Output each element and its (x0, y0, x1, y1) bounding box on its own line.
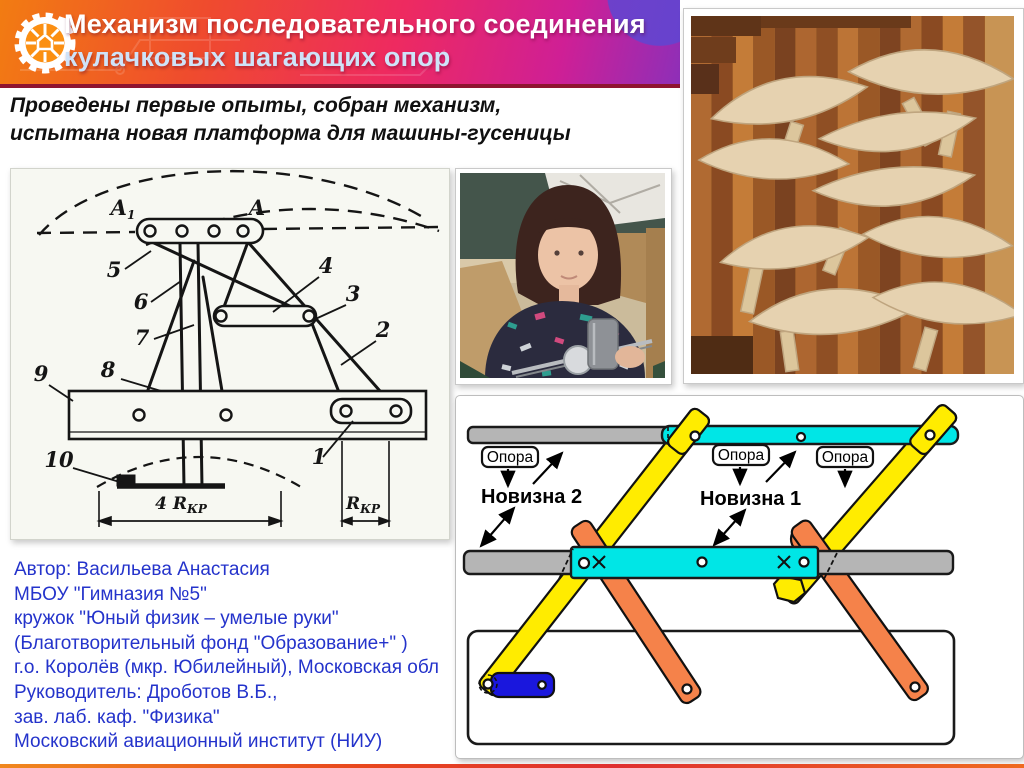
author-line: кружок "Юный физик – умелые руки" (14, 608, 339, 630)
slide-title: Механизм последовательного соединения ку… (64, 8, 674, 74)
mid-link-plate (212, 304, 318, 328)
middle-bar-cyan (569, 545, 820, 580)
opora-box-3 (815, 445, 875, 469)
yellow-foot-right (772, 574, 807, 604)
novelty-mechanism-svg: Опора Опора Опора Новизна 2 Новизна 1 (462, 404, 960, 746)
label-8: 8 (100, 357, 116, 382)
label-7: 7 (135, 325, 150, 350)
trajectory-arcs (36, 169, 440, 247)
plywood-cam-pieces (697, 49, 1014, 373)
subtitle-text: Проведены первые опыты, собран механизм,… (10, 92, 590, 148)
author-info-block: Автор: Васильева Анастасия МБОУ "Гимнази… (14, 558, 459, 755)
header-banner: Механизм последовательного соединения ку… (0, 0, 680, 88)
opora-box-1 (480, 445, 540, 469)
face (538, 219, 598, 291)
annotation-arrows (479, 450, 853, 548)
foot-arc (96, 455, 302, 488)
label-3: 3 (346, 281, 361, 306)
dimension-right (339, 441, 392, 527)
label-1: 1 (312, 444, 327, 469)
slide-title-line2: кулачковых шагающих опор (64, 42, 451, 72)
author-photo (455, 168, 672, 385)
dashed-marks (478, 427, 839, 694)
dimension-left (96, 491, 284, 527)
opora-box-2 (711, 443, 771, 467)
label-A: A (247, 195, 265, 220)
slide-title-line1: Механизм последовательного соединения (64, 9, 646, 39)
author-line: зав. лаб. каф. "Физика" (14, 706, 220, 728)
platform-frame (466, 629, 956, 746)
subtitle-line1: Проведены первые опыты, собран механизм, (10, 94, 502, 117)
figure-part-labels: 5 6 7 4 3 2 9 8 10 1 A1 A 4 RКР RКР (34, 195, 391, 516)
label-2: 2 (375, 317, 391, 342)
bottom-accent-strip (0, 764, 1024, 768)
gray-cylinder (587, 318, 619, 370)
pivot-holes (482, 429, 936, 695)
mechanism-scheme-figure: 5 6 7 4 3 2 9 8 10 1 A1 A 4 RКР RКР (10, 168, 450, 540)
author-line: Автор: Васильева Анастасия (14, 559, 270, 580)
label-10: 10 (44, 447, 74, 472)
plywood-parts-image (691, 16, 1014, 374)
gear-logo-icon (14, 12, 76, 74)
novelty-mechanism-diagram: Опора Опора Опора Новизна 2 Новизна 1 (455, 395, 1024, 759)
linkage-members (137, 237, 398, 489)
top-bar-gray (466, 425, 673, 445)
mechanism-scheme-svg: 5 6 7 4 3 2 9 8 10 1 A1 A 4 RКР RКР (34, 169, 440, 527)
author-line: г.о. Королёв (мкр. Юбилейный), Московска… (14, 657, 439, 679)
opora-label-3: Опора (822, 449, 869, 466)
author-photo-image (460, 173, 665, 378)
cam-foot (116, 474, 225, 489)
circuit-pattern-decoration (20, 17, 446, 76)
label-5: 5 (107, 257, 122, 282)
joints (132, 224, 403, 422)
novelty-2-label: Новизна 2 (481, 486, 582, 508)
top-bar-cyan (660, 424, 960, 446)
label-4: 4 (319, 253, 334, 278)
opora-label-1: Опора (487, 449, 534, 466)
cam-link-plate (329, 397, 413, 425)
novelty-1-label: Новизна 1 (700, 488, 801, 510)
label-9: 9 (34, 361, 49, 386)
leader-lines (48, 250, 377, 484)
subtitle-line2: испытана новая платформа для машины-гусе… (10, 122, 571, 145)
hand (615, 346, 645, 368)
label-dim-rkr: RКР (345, 494, 381, 516)
label-A1: A1 (109, 195, 136, 222)
support-labels: Опора Опора Опора (480, 443, 875, 469)
label-6: 6 (134, 289, 149, 314)
author-line: Руководитель: Дроботов В.Б., (14, 681, 278, 703)
label-dim-4rkr: 4 RКР (155, 494, 208, 516)
plywood-parts-photo (683, 8, 1024, 384)
top-link-plate (135, 217, 265, 245)
author-line: (Благотворительный фонд "Образование+" ) (14, 632, 408, 654)
opora-label-2: Опора (718, 447, 765, 464)
author-line: МБОУ "Гимназия №5" (14, 583, 207, 605)
author-line: Московский авиационный институт (НИУ) (14, 731, 383, 753)
